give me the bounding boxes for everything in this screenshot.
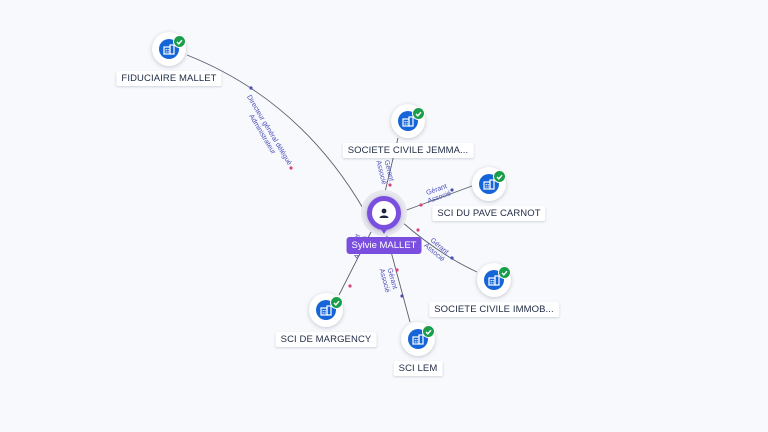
edge-arrow-marker [388, 183, 392, 187]
person-name[interactable]: Sylvie MALLET [346, 237, 422, 254]
company-name[interactable]: SOCIETE CIVILE JEMMA... [342, 143, 474, 158]
edge-arrow-marker [395, 268, 399, 272]
verified-check-icon [330, 296, 343, 309]
company-name[interactable]: FIDUCIAIRE MALLET [116, 71, 222, 86]
company-name[interactable]: SCI DE MARGENCY [275, 332, 377, 347]
company-name[interactable]: SOCIETE CIVILE IMMOB... [429, 302, 559, 317]
edge-arrow-marker [249, 86, 253, 90]
edge-arrow-marker [400, 294, 404, 298]
verified-check-icon [173, 35, 186, 48]
edge-fiduciaire [186, 54, 365, 211]
verified-check-icon [493, 170, 506, 183]
verified-check-icon [412, 107, 425, 120]
company-name[interactable]: SCI DU PAVE CARNOT [432, 206, 546, 221]
edge-pave [403, 185, 473, 212]
edge-arrow-marker [289, 166, 293, 170]
verified-check-icon [422, 325, 435, 338]
edge-arrow-marker [416, 228, 420, 232]
edge-immob [401, 221, 478, 273]
edge-arrow-marker [419, 203, 423, 207]
verified-check-icon [498, 266, 511, 279]
edge-arrow-marker [450, 256, 454, 260]
company-name[interactable]: SCI LEM [393, 361, 443, 376]
person-icon [372, 201, 396, 225]
edge-arrow-marker [348, 284, 352, 288]
edge-arrow-marker [450, 188, 454, 192]
pin-pointer [379, 226, 389, 234]
